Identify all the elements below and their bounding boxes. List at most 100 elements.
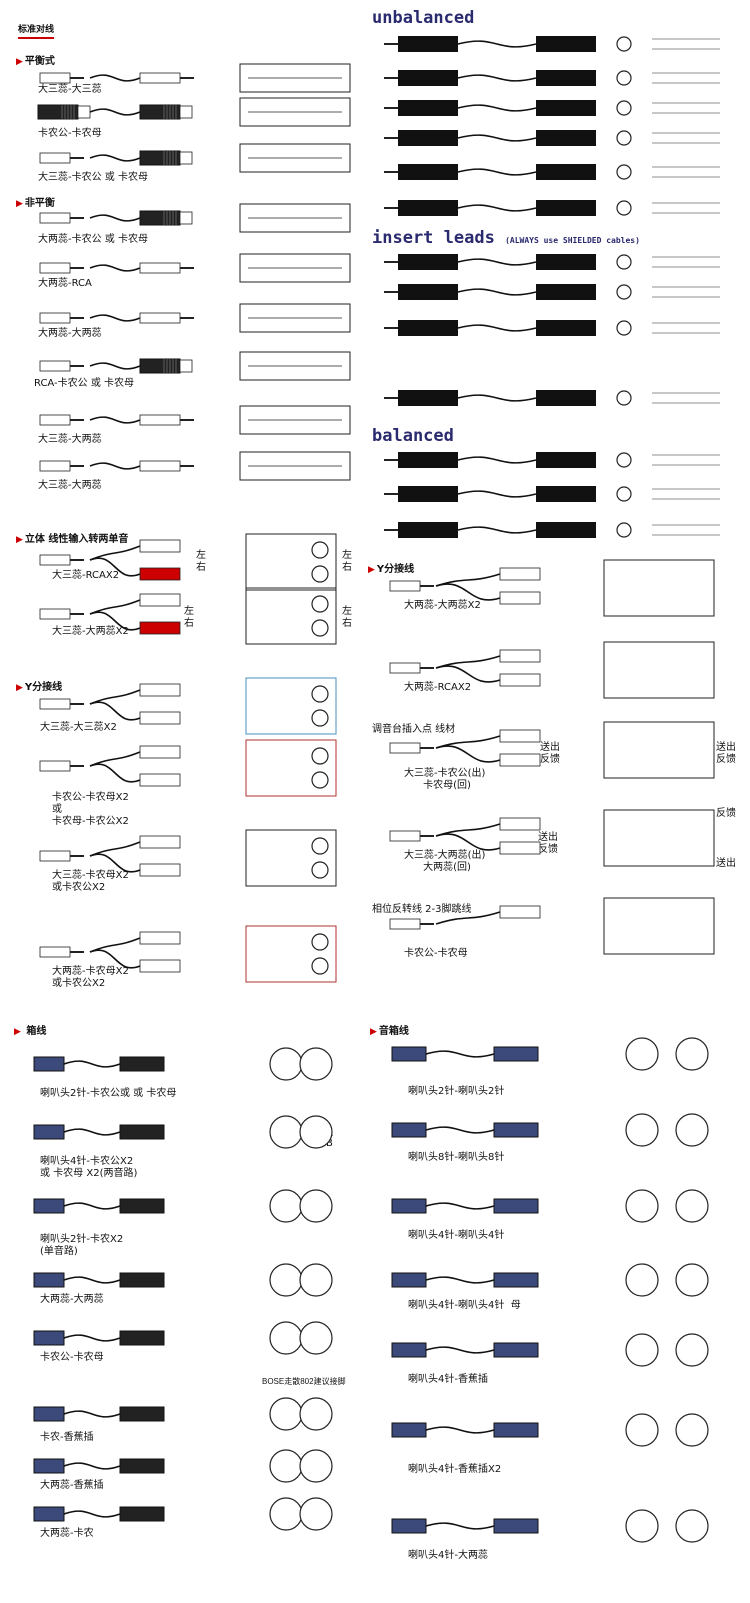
r-ins2-plug-a [499,817,541,831]
r-row3-a [398,130,458,146]
r-ins1-cable-b [435,745,501,763]
r-y2-wiring [603,641,715,699]
l-spk2-pin-a [269,1189,303,1223]
label-trs-rcax2: 大三蕊-RCAX2 [52,570,120,581]
return-1: 反馈 [540,754,560,765]
side-right-1: 右 [196,562,206,573]
r-spk0-a [391,1046,427,1062]
l-spk4-pin-a [269,1321,303,1355]
r-spk0-cable [425,1050,495,1058]
l-spk1-pin-a [269,1115,303,1149]
r-row1-a [398,70,458,86]
l-spk4-pin-b [299,1321,333,1355]
r-row1-b [536,70,596,86]
r-spk6-b [493,1518,539,1534]
send-2: 送出 [538,832,558,843]
r-ins2-wiring [603,809,715,867]
label-xlr-xlr-spk: 卡农公-卡农母 [40,1352,104,1363]
r-row6-b [536,254,596,270]
r-row3-cable [457,134,537,142]
l-stereo1-socket-a [311,541,329,559]
label-spk4-xlrx2: 喇叭头4针-卡农公X2 或 卡农母 X2(两音路) [40,1156,138,1179]
r-row12-a [398,522,458,538]
r-spk3-pin-b [675,1263,709,1297]
r-spk1-pin-b [675,1113,709,1147]
l-spk7-a [33,1506,65,1522]
l-row4-wiring [239,253,351,283]
r-y2-a-body [389,662,421,674]
section-unbalanced: ▶非平衡 [16,198,55,209]
label-spk4-bananax2: 喇叭头4针-香蕉插X2 [408,1464,502,1475]
l-spk3-pin-b [299,1263,333,1297]
r-spk2-a [391,1198,427,1214]
l-row5-wiring [239,303,351,333]
label-xlrm-xlrf: 卡农公-卡农母 [38,128,102,139]
label-spk2-spk2: 喇叭头2针-喇叭头2针 [408,1086,505,1097]
l-row7-wiring [239,405,351,435]
label-spk4-spk4f: 喇叭头4针-喇叭头4针 母 [408,1300,521,1311]
l-y2-wiring [245,739,337,797]
r-row5-b [536,200,596,216]
label-trs-trs: 大三蕊-大三蕊 [38,84,102,95]
r-spk5-pin-b [675,1413,709,1447]
l-row4-cable [89,264,141,272]
label-xlr-xlrx2: 卡农公-卡农母X2 或 卡农母-卡农公X2 [52,792,129,827]
label-spk2-xlrx2: 喇叭头2针-卡农X2 (单音路) [40,1234,124,1257]
l-y2-cable-b [89,763,141,783]
section-stereo: ▶立体 线性输入转两单音 [16,534,129,545]
l-spk1-pin-b [299,1115,333,1149]
label-trs-xlr: 大三蕊-卡农公 或 卡农母 [38,172,148,183]
l-y1-a-body [39,698,71,710]
l-row1-b-head [179,105,193,119]
l-stereo2-plug-a [139,593,181,607]
r-spk5-pin-a [625,1413,659,1447]
r-spk5-b [493,1422,539,1438]
label-insert-ts: 大三蕊-大两蕊(出) 大两蕊(回) [404,850,486,873]
l-stereo2-plug-b [139,621,181,635]
r-spk2-pin-a [625,1189,659,1223]
r-ins1-plug-a [499,729,541,743]
r-row5-end [616,200,632,216]
l-y2-socket-b [311,771,329,789]
l-y3-wiring [245,829,337,887]
r-phase-cable-a [435,911,501,925]
r-spk2-pin-b [675,1189,709,1223]
l-stereo1-a-body [39,554,71,566]
l-row6-b-head [179,359,193,373]
l-y1-wiring [245,677,337,735]
r-row6-a [398,254,458,270]
l-stereo2-cable-b [89,611,141,631]
r-ins2-cable-b [435,833,501,851]
l-y1-plug-b [139,711,181,725]
label-trs-xlrx2: 大三蕊-卡农母X2 或卡农公X2 [52,870,129,893]
label-spk4-ts: 喇叭头4针-大两蕊 [408,1550,488,1561]
l-stereo1-plug-a [139,539,181,553]
r-row5-a [398,200,458,216]
return-2: 反馈 [538,844,558,855]
l-spk4-cable [63,1334,121,1342]
l-row2-wiring [239,143,351,173]
r-row8-a [398,320,458,336]
label-insert-xlr: 大三蕊-卡农公(出) 卡农母(回) [404,768,486,791]
insert-note: (ALWAYS use SHIELDED cables) [505,236,640,245]
r-y1-wiring [603,559,715,617]
r-row12-b [536,522,596,538]
r-spk0-b [493,1046,539,1062]
page-header: 标准对线 [18,22,55,39]
l-stereo2-wiring [245,587,337,645]
l-row4-b-body [139,262,181,274]
r-row10-cable [457,456,537,464]
l-y4-plug-b [139,959,181,973]
l-row6-wiring [239,351,351,381]
l-row3-b-body [139,210,181,226]
l-spk0-cable [63,1060,121,1068]
label-spk2-xlr: 喇叭头2针-卡农公或 或 卡农母 [40,1088,177,1099]
l-row1-wiring [239,97,351,127]
l-stereo1-plug-b [139,567,181,581]
side-left-3: 左 [342,550,352,561]
r-spk4-pin-b [675,1333,709,1367]
l-y3-plug-b [139,863,181,877]
r-y1-cable-b [435,583,501,601]
r-row4-cable [457,168,537,176]
l-row8-a-body [39,460,71,472]
